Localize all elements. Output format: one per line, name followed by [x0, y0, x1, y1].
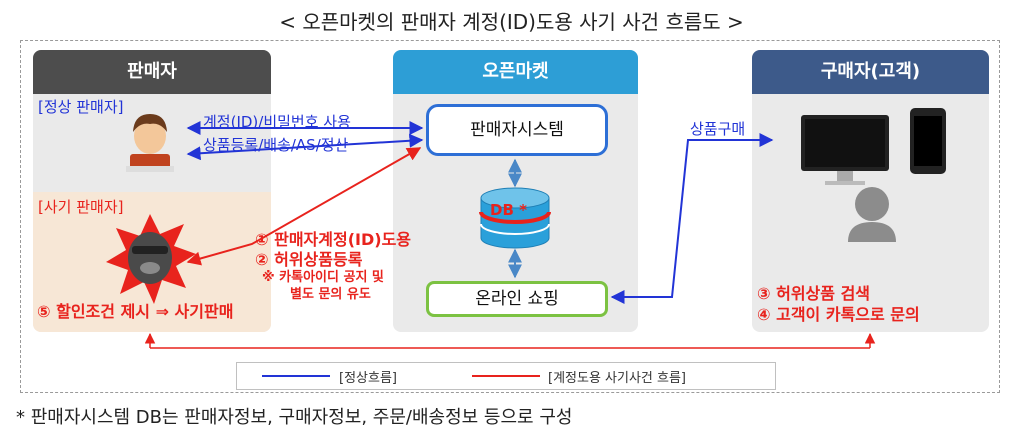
diagram-frame [20, 40, 1000, 393]
diagram-title: < 오픈마켓의 판매자 계정(ID)도용 사기 사건 흐름도 > [279, 10, 744, 34]
legend-normal-label: [정상흐름] [339, 371, 397, 386]
footnote: * 판매자시스템 DB는 판매자정보, 구매자정보, 주문/배송정보 등으로 구… [16, 407, 573, 428]
buyer-person-icon [848, 187, 896, 242]
buyer-step-3: ③ 허위상품 검색 [757, 284, 871, 303]
smartphone-icon [910, 108, 946, 174]
online-shopping-box: 온라인 쇼핑 [426, 281, 608, 317]
fraud-seller-icon [106, 214, 196, 304]
purchase-flow-arrow [610, 133, 774, 304]
fraud-step-5: ⑤ 할인조건 제시 ⇒ 사기판매 [37, 302, 234, 321]
seller-header: 판매자 [33, 50, 271, 94]
market-header: 오픈마켓 [393, 50, 638, 94]
fraud-seller-label: [사기 판매자] [38, 198, 124, 216]
buyer-header: 구매자(고객) [752, 50, 989, 94]
db-label: DB * [490, 201, 527, 219]
database-icon [479, 187, 551, 249]
legend-fraud-label: [계정도용 사기사건 흐름] [548, 371, 687, 386]
seller-system-box: 판매자시스템 [426, 104, 608, 156]
normal-flow-arrow-ops [186, 133, 424, 161]
buyer-step-4: ④ 고객이 카톡으로 문의 [757, 305, 920, 324]
fraud-flow-arrow-takeover [186, 147, 422, 266]
fraud-note-1: ※ 카톡아이디 공지 및 [262, 270, 384, 285]
normal-seller-label: [정상 판매자] [38, 98, 124, 116]
monitor-icon [801, 115, 889, 185]
normal-seller-icon [126, 114, 174, 172]
fraud-note-2: 별도 문의 유도 [290, 287, 371, 302]
